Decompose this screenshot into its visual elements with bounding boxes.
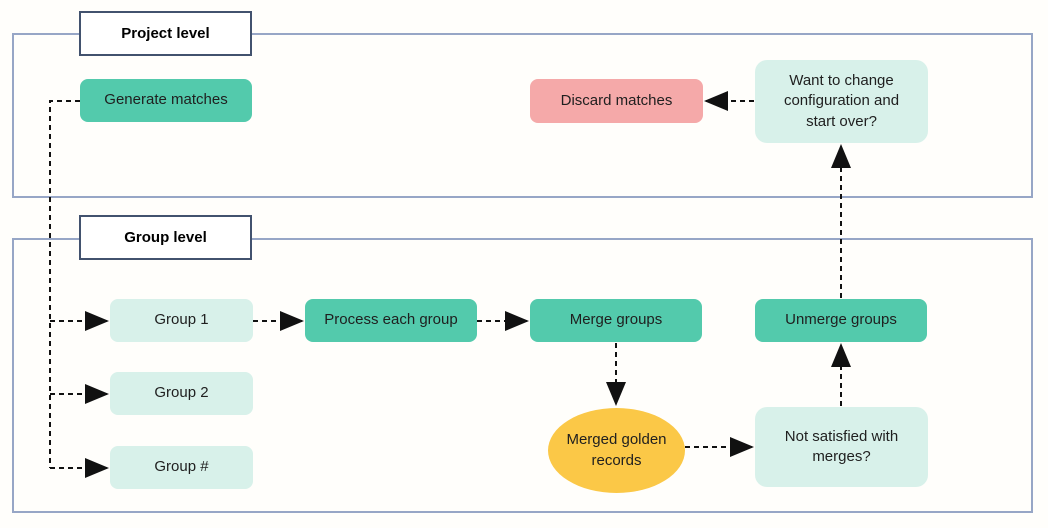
node-group-2: Group 2 bbox=[110, 372, 253, 415]
node-merge-groups: Merge groups bbox=[530, 299, 702, 342]
group-level-container bbox=[12, 238, 1033, 513]
node-discard-matches: Discard matches bbox=[530, 79, 703, 123]
node-group-1: Group 1 bbox=[110, 299, 253, 342]
project-level-container bbox=[12, 33, 1033, 198]
node-group-hash: Group # bbox=[110, 446, 253, 489]
project-level-label: Project level bbox=[79, 11, 252, 56]
node-merged-golden-records: Merged golden records bbox=[548, 408, 685, 493]
node-not-satisfied-with-merges: Not satisfied with merges? bbox=[755, 407, 928, 487]
node-want-to-change-configuration: Want to change configuration and start o… bbox=[755, 60, 928, 143]
node-generate-matches: Generate matches bbox=[80, 79, 252, 122]
group-level-label: Group level bbox=[79, 215, 252, 260]
node-process-each-group: Process each group bbox=[305, 299, 477, 342]
node-unmerge-groups: Unmerge groups bbox=[755, 299, 927, 342]
